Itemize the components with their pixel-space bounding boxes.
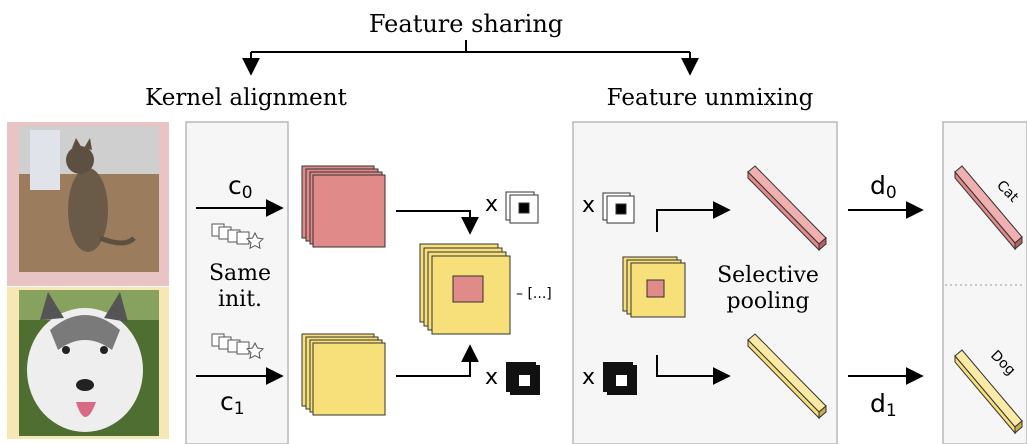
dog-photo (7, 287, 169, 439)
same-init-line2: init. (218, 287, 262, 312)
white-mask-top-right (602, 192, 635, 224)
black-mask-bottom-right (603, 362, 637, 395)
selective-pooling-line1: Selective (717, 263, 819, 288)
shape-icons-top (211, 223, 265, 250)
pink-pooled-vector (747, 165, 827, 252)
pink-feature-stack (301, 165, 386, 248)
cat-output-vector (954, 165, 1023, 251)
same-init-line1: Same (209, 261, 271, 286)
channel-c0-label: c0 (228, 171, 253, 203)
dog-output-vector (954, 349, 1023, 435)
shape-icons-bottom (211, 333, 265, 360)
kernel-alignment-panel (185, 121, 289, 444)
times-sign-bottom-right: x (582, 365, 595, 390)
mixed-feature-stack (419, 243, 511, 335)
d0-label: d0 (870, 171, 897, 203)
kernel-alignment-label: Kernel alignment (145, 85, 347, 111)
times-sign-bottom-left: x (485, 365, 498, 390)
times-sign-top-right: x (582, 193, 595, 218)
bottom-pooling-arrow (656, 355, 731, 385)
ellipsis-label: – [...] (516, 286, 552, 302)
times-sign-top-left: x (485, 192, 498, 217)
feature-sharing-title: Feature sharing (369, 10, 563, 38)
feature-unmixing-label: Feature unmixing (607, 85, 814, 111)
yellow-feature-stack (301, 333, 386, 416)
pink-to-mixed-arrow (396, 210, 479, 235)
top-pooling-arrow (656, 201, 731, 232)
cat-photo (7, 122, 169, 286)
white-mask-top-left (505, 191, 539, 224)
d1-label: d1 (870, 389, 897, 421)
yellow-pooled-vector (747, 333, 827, 420)
yellow-to-mixed-arrow (396, 344, 479, 377)
selective-pooling-line2: pooling (727, 289, 810, 314)
mixed-stack-small (622, 256, 686, 318)
black-mask-bottom-left (506, 362, 540, 395)
channel-c1-label: c1 (220, 387, 245, 419)
